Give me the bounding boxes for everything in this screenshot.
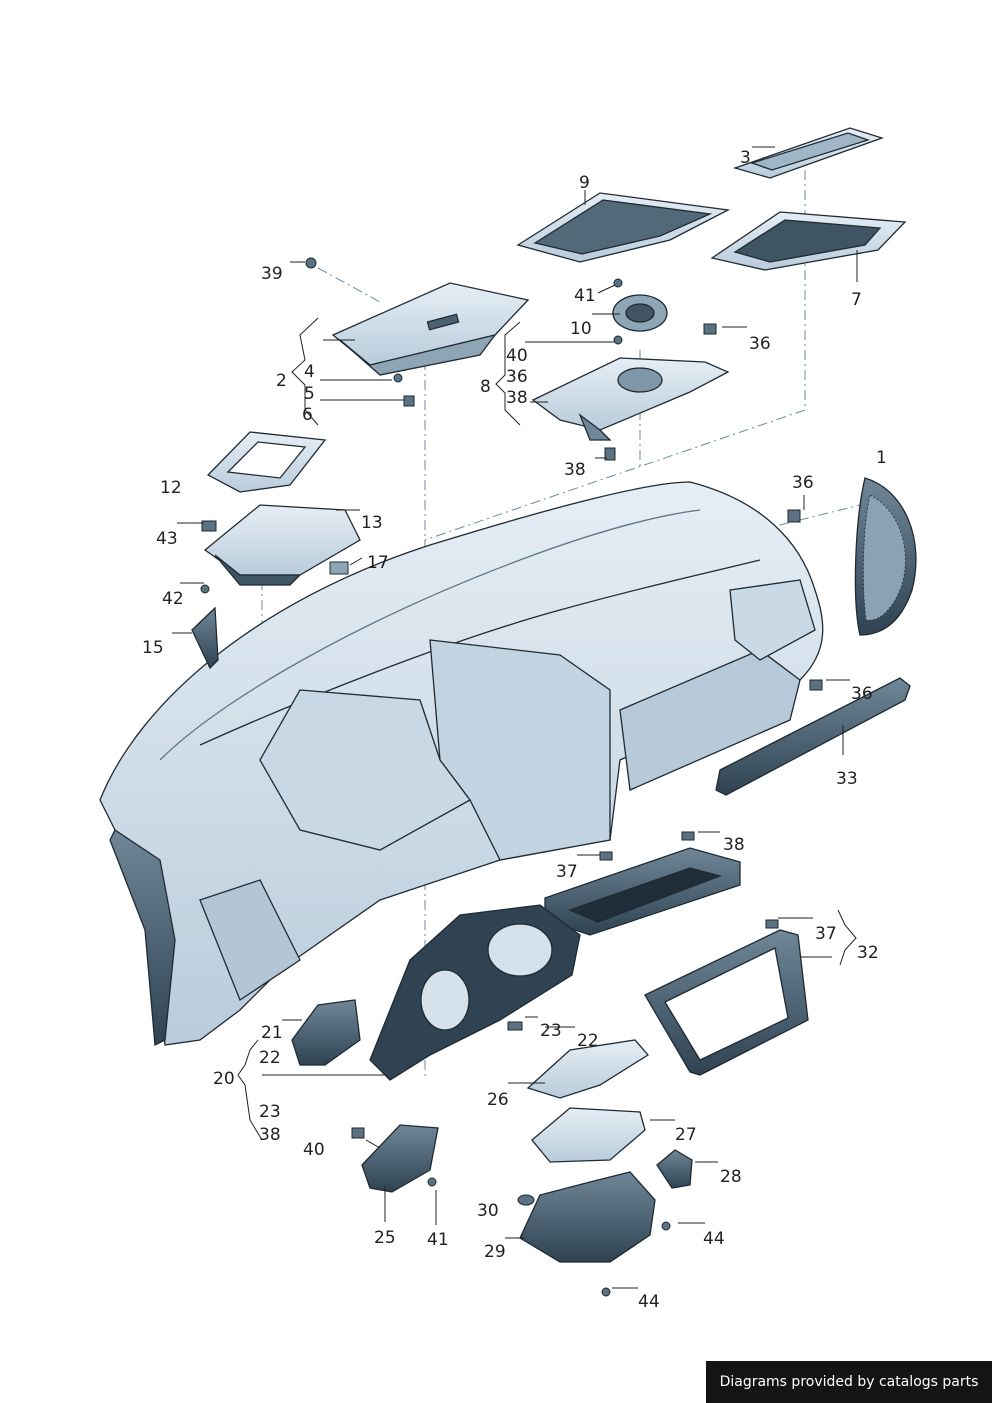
housing-part-13 — [203, 504, 361, 586]
callout-37a: 37 — [556, 862, 578, 882]
group-braces — [237, 317, 857, 1141]
callout-3: 3 — [740, 148, 751, 168]
callout-36b: 36 — [506, 367, 528, 387]
panel-part-9 — [516, 192, 731, 263]
small-fasteners — [200, 257, 823, 1297]
callout-39: 39 — [261, 264, 283, 284]
cover-part-3 — [732, 127, 885, 179]
callout-22b: 22 — [577, 1031, 599, 1051]
callout-38b: 38 — [564, 460, 586, 480]
callout-29: 29 — [484, 1242, 506, 1262]
side-grille-part-1 — [854, 477, 917, 636]
callout-17: 17 — [367, 553, 389, 573]
callout-38c: 38 — [723, 835, 745, 855]
callout-36d: 36 — [851, 684, 873, 704]
housing-part-2 — [331, 282, 530, 376]
dashboard-main-panel — [99, 481, 824, 1047]
callout-23b: 23 — [259, 1102, 281, 1122]
callout-12: 12 — [160, 478, 182, 498]
callout-41a: 41 — [574, 286, 596, 306]
cover-part-27 — [531, 1107, 646, 1163]
callout-8: 8 — [480, 377, 491, 397]
callout-10: 10 — [570, 319, 592, 339]
lower-cover-part-29 — [519, 1171, 656, 1263]
callout-21: 21 — [261, 1023, 283, 1043]
speaker-part-10 — [612, 294, 668, 332]
callout-20: 20 — [213, 1069, 235, 1089]
callout-44a: 44 — [703, 1229, 725, 1249]
callout-25: 25 — [374, 1228, 396, 1248]
switch-part-28 — [656, 1149, 693, 1189]
callout-32: 32 — [857, 943, 879, 963]
callout-44b: 44 — [638, 1292, 660, 1312]
callout-15: 15 — [142, 638, 164, 658]
callout-2: 2 — [276, 371, 287, 391]
callout-38d: 38 — [259, 1125, 281, 1145]
callout-4: 4 — [304, 362, 315, 382]
tray-part-7 — [710, 211, 907, 271]
vent-part-15 — [191, 606, 219, 670]
callout-5: 5 — [304, 384, 315, 404]
trim-strip-part-33 — [715, 677, 911, 796]
callout-7: 7 — [851, 290, 862, 310]
bracket-part-8 — [531, 357, 730, 441]
callout-43: 43 — [156, 529, 178, 549]
callout-28: 28 — [720, 1167, 742, 1187]
callout-9: 9 — [579, 173, 590, 193]
callout-leader-lines — [172, 146, 858, 1289]
bracket-part-25 — [361, 1124, 439, 1193]
callout-36c: 36 — [792, 473, 814, 493]
vent-part-21 — [291, 999, 361, 1066]
callout-1: 1 — [876, 448, 887, 468]
callout-6: 6 — [302, 405, 313, 425]
callout-22a: 22 — [259, 1048, 281, 1068]
callout-41b: 41 — [427, 1230, 449, 1250]
callout-13: 13 — [361, 513, 383, 533]
callout-40a: 40 — [506, 346, 528, 366]
cluster-surround-part-20 — [369, 904, 581, 1081]
callout-33: 33 — [836, 769, 858, 789]
callout-26: 26 — [487, 1090, 509, 1110]
center-vent-assembly — [544, 847, 741, 936]
callout-30: 30 — [477, 1201, 499, 1221]
trim-part-26 — [526, 1039, 649, 1099]
callout-27: 27 — [675, 1125, 697, 1145]
callout-37b: 37 — [815, 924, 837, 944]
frame-part-32 — [644, 929, 809, 1076]
callout-40b: 40 — [303, 1140, 325, 1160]
callout-38a: 38 — [506, 388, 528, 408]
credit-footer: Diagrams provided by catalogs parts — [706, 1361, 992, 1403]
callout-23a: 23 — [540, 1021, 562, 1041]
callout-42: 42 — [162, 589, 184, 609]
frame-part-12 — [206, 431, 327, 493]
callout-36a: 36 — [749, 334, 771, 354]
